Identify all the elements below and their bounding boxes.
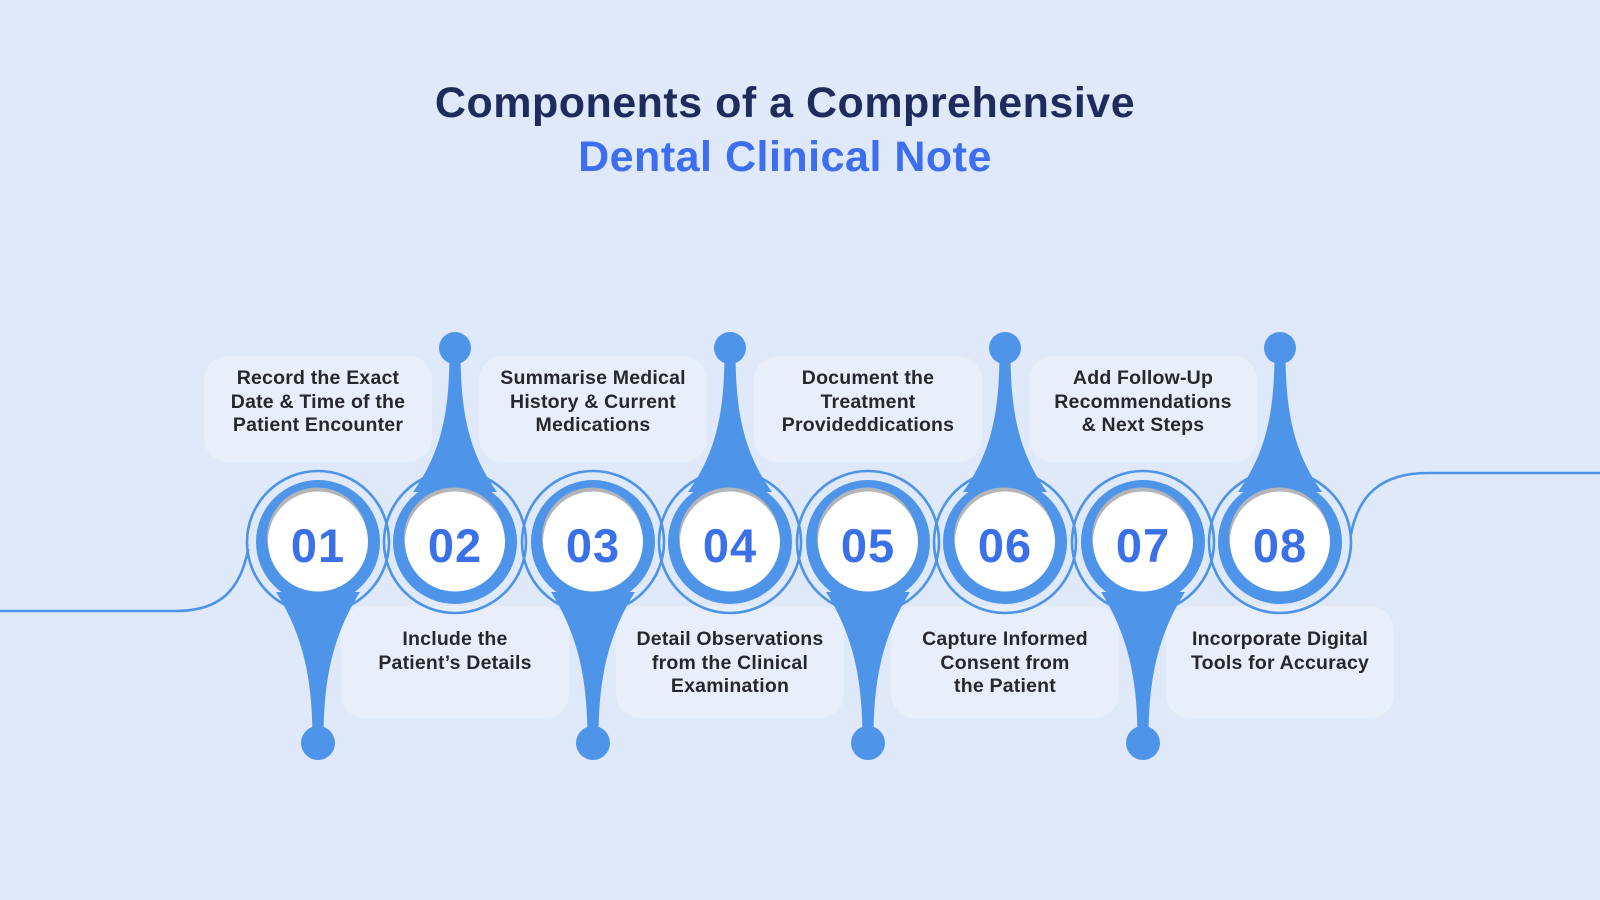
step-number-6: 06 (977, 519, 1033, 572)
step-number-5: 05 (840, 519, 896, 572)
pin-ball-5 (851, 726, 885, 760)
step-label-1: Record the Exact Date & Time of the Pati… (230, 367, 406, 436)
label-panel-7 (1029, 356, 1257, 462)
title-line-main: Components of a Comprehensive (434, 79, 1136, 127)
step-number-4: 04 (702, 519, 758, 572)
pin-ball-1 (301, 726, 335, 760)
pin-ball-8 (1264, 332, 1296, 364)
pin-ball-4 (714, 332, 746, 364)
label-panel-8 (1166, 606, 1394, 718)
label-panel-5 (754, 356, 982, 462)
pin-ball-6 (989, 332, 1021, 364)
label-panel-1 (204, 356, 432, 462)
step-number-7: 07 (1115, 519, 1171, 572)
title-line-accent: Dental Clinical Note (578, 133, 992, 181)
timeline-entry-line (0, 548, 250, 613)
step-label-7: Add Follow-Up Recommendations & Next Ste… (1054, 367, 1232, 436)
step-label-2: Include the Patient’s Details (378, 628, 532, 674)
pin-ball-2 (439, 332, 471, 364)
step-label-6: Capture Informed Consent from the Patien… (922, 628, 1088, 697)
step-number-8: 08 (1252, 519, 1308, 572)
label-panel-4 (616, 606, 844, 718)
pin-ball-7 (1126, 726, 1160, 760)
step-label-5: Document the Treatment Provideddications (781, 367, 955, 436)
step-number-1: 01 (290, 519, 346, 572)
step-discs (267, 487, 1330, 592)
step-label-8: Incorporate Digital Tools for Accuracy (1190, 628, 1370, 674)
step-label-4: Detail Observations from the Clinical Ex… (636, 628, 824, 697)
step-number-3: 03 (565, 519, 621, 572)
label-panel-3 (479, 356, 707, 462)
label-panel-6 (891, 606, 1119, 718)
label-panel-2 (341, 606, 569, 718)
pin-ball-3 (576, 726, 610, 760)
step-label-3: Summarise Medical History & Current Medi… (500, 367, 686, 436)
page-title: Components of a Comprehensive Dental Cli… (0, 76, 1600, 184)
timeline-exit-line (1349, 471, 1600, 536)
step-number-2: 02 (427, 519, 483, 572)
